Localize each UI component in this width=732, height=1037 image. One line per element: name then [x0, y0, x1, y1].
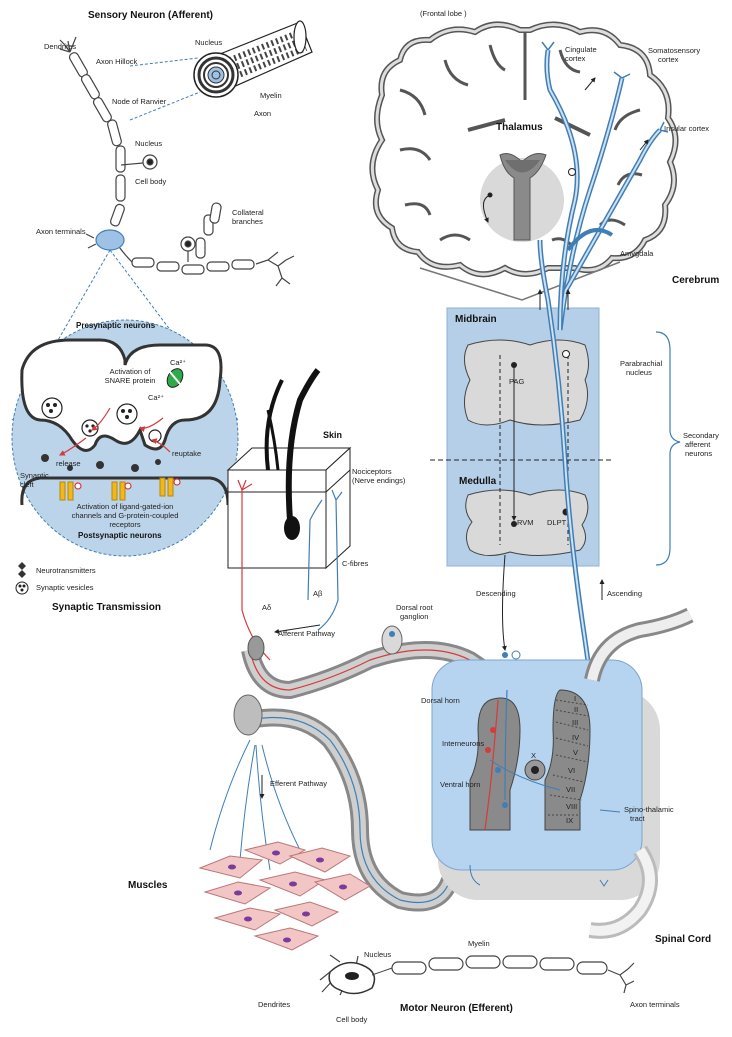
lamina-ix: IX: [566, 817, 573, 826]
label-efferent-pathway: Efferent Pathway: [270, 780, 327, 789]
label-muscles: Muscles: [128, 880, 167, 891]
neurotransmitter-icon: [18, 562, 26, 578]
label-cerebrum: Cerebrum: [672, 275, 719, 286]
label-channels-3: receptors: [55, 521, 195, 530]
label-dendrites: Dendrites: [44, 43, 76, 52]
label-parabrachial-2: nucleus: [626, 369, 652, 378]
label-rvm: RVM: [517, 519, 534, 528]
label-dlpt: DLPT: [547, 519, 566, 528]
motor-neuron: [320, 955, 634, 995]
label-cleft: cleft: [20, 481, 34, 490]
label-c-fibres: C-fibres: [342, 560, 368, 569]
label-midbrain: Midbrain: [455, 314, 497, 325]
sensory-neuron-title: Sensory Neuron (Afferent): [88, 10, 213, 21]
lamina-v: V: [573, 749, 578, 758]
label-nucleus-top: Nucleus: [195, 39, 222, 48]
axon-terminal-icon: [256, 252, 294, 286]
label-a-beta: Aβ: [313, 590, 322, 599]
label-myelin: Myelin: [260, 92, 282, 101]
label-postsynaptic: Postsynaptic neurons: [78, 531, 162, 540]
label-motor-axon-terminals: Axon terminals: [630, 1001, 680, 1010]
label-nucleus: Nucleus: [135, 140, 162, 149]
label-spinal-cord: Spinal Cord: [655, 934, 711, 945]
label-insular-cortex: Insular cortex: [664, 125, 709, 134]
label-spino-thalamic-2: tract: [630, 815, 645, 824]
label-ca-side: Ca²⁺: [148, 394, 164, 403]
lamina-vii: VII: [566, 786, 575, 795]
label-cingulate-2: cortex: [565, 55, 585, 64]
label-motor-dendrites: Dendrites: [258, 1001, 290, 1010]
label-descending: Descending: [476, 590, 516, 599]
label-dorsal-horn: Dorsal horn: [421, 697, 460, 706]
label-amygdala: Amygdala: [620, 250, 653, 259]
label-pag: PAG: [509, 378, 524, 387]
label-axon: Axon: [254, 110, 271, 119]
label-axon-terminals: Axon terminals: [36, 228, 86, 237]
label-medulla: Medulla: [459, 476, 496, 487]
label-afferent-pathway: Afferent Pathway: [278, 630, 335, 639]
label-skin: Skin: [323, 430, 342, 440]
label-release: release: [56, 460, 81, 469]
label-a-delta: Aδ: [262, 604, 271, 613]
brain-cross-section: [372, 24, 675, 300]
synaptic-vesicle-icon: [16, 582, 28, 594]
label-nociceptors-2: (Nerve endings): [352, 477, 405, 486]
label-x: X: [531, 752, 536, 761]
label-axon-hillock: Axon Hillock: [96, 58, 137, 67]
label-presynaptic: Presynaptic neurons: [76, 321, 155, 330]
label-dorsal-root-2: ganglion: [400, 613, 428, 622]
synaptic-transmission-title: Synaptic Transmission: [52, 602, 161, 613]
lamina-viii: VIII: [566, 803, 577, 812]
lamina-i: I: [574, 695, 576, 704]
lamina-ii: II: [574, 706, 578, 715]
lamina-iii: III: [572, 719, 578, 728]
label-reuptake: reuptake: [172, 450, 201, 459]
motor-neuron-title: Motor Neuron (Efferent): [400, 1003, 513, 1014]
motor-axon-terminal-icon: [608, 963, 634, 993]
label-secondary-3: neurons: [685, 450, 712, 459]
label-interneurons: Interneurons: [442, 740, 484, 749]
label-activation-2: SNARE protein: [90, 377, 170, 386]
legend-synaptic-vesicles: Synaptic vesicles: [36, 584, 94, 593]
lamina-vi: VI: [568, 767, 575, 776]
label-branches: branches: [232, 218, 263, 227]
skin-block: [228, 370, 350, 660]
spinal-cord-section: [432, 615, 690, 931]
label-ascending: Ascending: [607, 590, 642, 599]
label-cell-body: Cell body: [135, 178, 166, 187]
label-node-of-ranvier: Node of Ranvier: [112, 98, 166, 107]
label-ventral-horn: Ventral horn: [440, 781, 480, 790]
legend-icons: [16, 562, 28, 594]
label-ca-top: Ca²⁺: [170, 359, 186, 368]
lamina-iv: IV: [572, 734, 579, 743]
label-motor-nucleus: Nucleus: [364, 951, 391, 960]
label-thalamus: Thalamus: [496, 122, 543, 133]
label-motor-cell-body: Cell body: [336, 1016, 367, 1025]
legend-neurotransmitters: Neurotransmitters: [36, 567, 96, 576]
label-motor-myelin: Myelin: [468, 940, 490, 949]
label-frontal-lobe: (Frontal lobe ): [420, 10, 467, 19]
label-somatosensory-2: cortex: [658, 56, 678, 65]
